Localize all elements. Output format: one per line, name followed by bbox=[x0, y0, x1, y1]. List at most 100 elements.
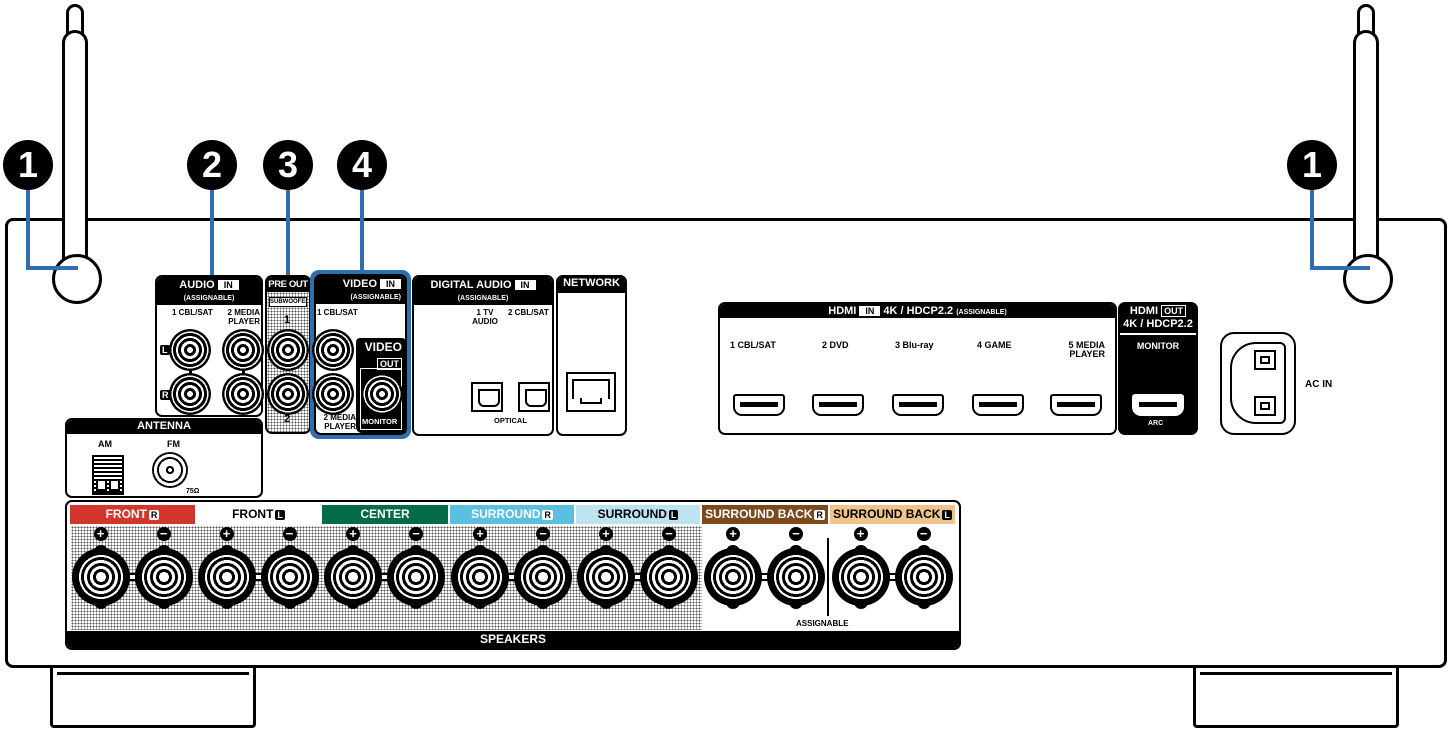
antenna-title: ANTENNA bbox=[67, 420, 261, 434]
fm-antenna-jack[interactable] bbox=[152, 452, 188, 488]
speaker-terminal-negative[interactable] bbox=[894, 548, 953, 606]
am-label: AM bbox=[98, 439, 112, 449]
monitor-label: MONITOR bbox=[1136, 341, 1180, 351]
subwoofer-1-label: 1 bbox=[284, 314, 291, 326]
channel-side-badge: R bbox=[542, 510, 553, 520]
network-title: NETWORK bbox=[558, 277, 625, 293]
hdmi-in-3-port[interactable] bbox=[892, 394, 944, 416]
assignable-label: (ASSIGNABLE) bbox=[183, 295, 235, 302]
subwoofer-1-jack[interactable] bbox=[267, 329, 309, 371]
minus-icon: − bbox=[916, 527, 931, 541]
callout-2: 2 bbox=[187, 140, 237, 190]
hdmi-in-1-port[interactable] bbox=[733, 394, 785, 416]
speakers-title: SPEAKERS bbox=[67, 631, 959, 648]
left-channel-label: L bbox=[160, 345, 170, 355]
hdmi-input-1-label: 1 CBL/SAT bbox=[730, 340, 776, 350]
callout-4: 4 bbox=[337, 140, 387, 190]
am-antenna-terminal[interactable] bbox=[92, 455, 124, 495]
right-channel-label: R bbox=[160, 390, 171, 400]
hdmi-in-2-port[interactable] bbox=[812, 394, 864, 416]
audio-in-1-r-jack[interactable] bbox=[169, 373, 211, 415]
speaker-terminal-negative[interactable] bbox=[767, 548, 825, 606]
speaker-terminal-positive[interactable] bbox=[197, 548, 256, 606]
speaker-terminal-negative[interactable] bbox=[640, 548, 698, 606]
ethernet-port[interactable] bbox=[566, 372, 616, 412]
video-in-1-jack[interactable] bbox=[312, 329, 354, 371]
optical-1-label: 1 TV AUDIO bbox=[472, 308, 498, 326]
speaker-terminal-positive[interactable] bbox=[324, 548, 382, 606]
speaker-terminal-positive[interactable] bbox=[831, 548, 890, 606]
callout-line-3 bbox=[286, 185, 290, 275]
callout-line-4 bbox=[360, 185, 364, 271]
channel-label: FRONT bbox=[232, 507, 274, 521]
out-badge: OUT bbox=[1161, 305, 1187, 317]
assignable-label: ASSIGNABLE bbox=[796, 619, 849, 628]
hdmi-in-5-port[interactable] bbox=[1050, 394, 1102, 416]
speaker-channel-header: CENTER bbox=[322, 505, 448, 524]
out-badge: OUT bbox=[377, 358, 402, 370]
channel-label: SURROUND bbox=[471, 507, 541, 521]
hdmi-input-3-label: 3 Blu-ray bbox=[895, 340, 934, 350]
speaker-terminal-positive[interactable] bbox=[704, 548, 762, 606]
speaker-terminal-negative[interactable] bbox=[387, 548, 445, 606]
minus-icon: − bbox=[282, 527, 297, 541]
subwoofer-label: SUBWOOFER bbox=[269, 297, 307, 307]
callout-line-1 bbox=[26, 185, 30, 270]
hdmi-spec: 4K / HDCP2.2 bbox=[883, 305, 954, 317]
in-badge: IN bbox=[859, 306, 881, 316]
plus-icon: + bbox=[473, 527, 487, 541]
channel-label: FRONT bbox=[105, 507, 147, 521]
assignable-label: (ASSIGNABLE) bbox=[457, 295, 509, 302]
channel-side-badge: L bbox=[668, 510, 679, 520]
hdmi-out-panel: HDMI OUT 4K / HDCP2.2 MONITOR bbox=[1118, 302, 1198, 435]
channel-side-badge: R bbox=[814, 510, 825, 520]
optical-2-jack[interactable] bbox=[518, 382, 550, 412]
channel-label: SURROUND BACK bbox=[705, 507, 813, 521]
hdmi-out-monitor-port[interactable] bbox=[1132, 394, 1184, 416]
fm-impedance-label: 75Ω bbox=[186, 488, 200, 495]
video-out-title: VIDEO bbox=[364, 340, 402, 354]
speaker-terminal-positive[interactable] bbox=[451, 548, 509, 606]
plus-icon: + bbox=[346, 527, 360, 541]
left-antenna-base bbox=[52, 254, 102, 304]
hdmi-out-title: HDMI bbox=[1129, 305, 1159, 317]
audio-in-title: AUDIO bbox=[179, 279, 215, 291]
optical-1-jack[interactable] bbox=[471, 382, 503, 412]
in-badge: IN bbox=[514, 280, 536, 290]
speaker-terminal-positive[interactable] bbox=[577, 548, 635, 606]
video-out-monitor-jack[interactable] bbox=[361, 373, 403, 415]
minus-icon: − bbox=[536, 527, 550, 541]
audio-in-2-r-jack[interactable] bbox=[222, 373, 264, 415]
audio-in-2-l-jack[interactable] bbox=[222, 329, 264, 371]
subwoofer-2-jack[interactable] bbox=[267, 373, 309, 415]
audio-in-1-l-jack[interactable] bbox=[169, 329, 211, 371]
hdmi-input-4-label: 4 GAME bbox=[977, 340, 1012, 350]
minus-icon: − bbox=[156, 527, 171, 541]
plus-icon: + bbox=[726, 527, 740, 541]
speaker-terminal-negative[interactable] bbox=[514, 548, 572, 606]
right-foot bbox=[1193, 666, 1399, 728]
arc-label: ARC bbox=[1148, 420, 1164, 427]
ac-inlet[interactable] bbox=[1220, 332, 1296, 435]
receiver-chassis bbox=[5, 218, 1447, 668]
video-input-2-label: 2 MEDIA PLAYER bbox=[323, 413, 356, 431]
assignable-label: (ASSIGNABLE) bbox=[956, 309, 1007, 316]
hdmi-in-4-port[interactable] bbox=[972, 394, 1024, 416]
fm-label: FM bbox=[167, 439, 180, 449]
left-antenna bbox=[62, 30, 88, 292]
speaker-terminal-positive[interactable] bbox=[71, 548, 130, 606]
in-badge: IN bbox=[380, 279, 401, 289]
speaker-terminal-negative[interactable] bbox=[134, 548, 193, 606]
audio-input-1-label: 1 CBL/SAT bbox=[172, 308, 213, 317]
digital-audio-title: DIGITAL AUDIO bbox=[430, 279, 512, 291]
right-antenna-base bbox=[1343, 254, 1393, 304]
callout-1-left: 1 bbox=[3, 140, 53, 190]
video-in-2-jack[interactable] bbox=[312, 373, 354, 415]
hdmi-input-5-label: 5 MEDIA PLAYER bbox=[1068, 340, 1105, 359]
right-antenna bbox=[1353, 30, 1379, 292]
speaker-terminal-negative[interactable] bbox=[260, 548, 319, 606]
